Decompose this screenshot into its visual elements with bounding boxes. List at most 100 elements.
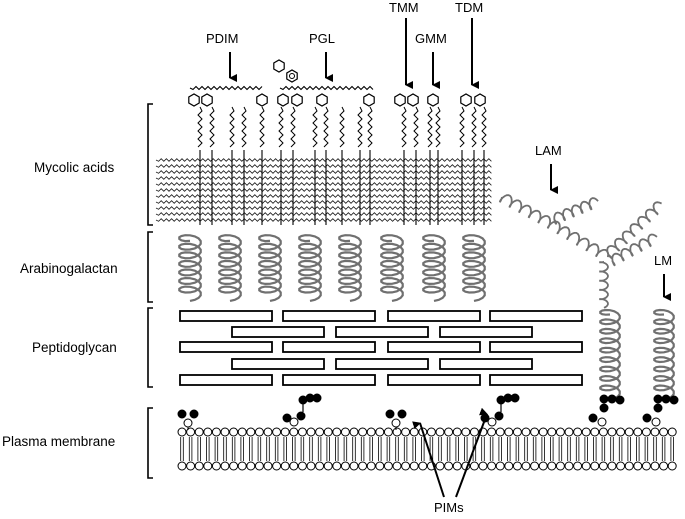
label-pgl: PGL bbox=[309, 31, 335, 46]
lipid-head-bottom bbox=[616, 461, 626, 471]
sugar-head-icon bbox=[256, 93, 268, 107]
sugar-head-icon bbox=[474, 93, 486, 107]
lipid-head-top bbox=[461, 427, 471, 437]
lipid-head-bottom bbox=[667, 461, 677, 471]
lipid-head-bottom bbox=[444, 461, 454, 471]
arabinogalactan-coil bbox=[462, 234, 486, 302]
label-lm: LM bbox=[654, 253, 672, 268]
mannose-dot bbox=[397, 409, 407, 419]
lipid-head-bottom bbox=[435, 461, 445, 471]
arabinogalactan-coil bbox=[178, 234, 202, 302]
lipid-head-bottom bbox=[211, 461, 221, 471]
lipid-head-top bbox=[487, 427, 497, 437]
mannose-dot bbox=[312, 393, 322, 403]
mannose-dot bbox=[588, 413, 598, 423]
lipid-head-bottom bbox=[633, 461, 643, 471]
peptidoglycan-brick bbox=[231, 358, 325, 370]
lipid-head-bottom bbox=[186, 461, 196, 471]
lipid-head-bottom bbox=[512, 461, 522, 471]
arabinogalactan-coils bbox=[178, 234, 486, 302]
lipid-head-bottom bbox=[323, 461, 333, 471]
lipid-head-top bbox=[254, 427, 264, 437]
lipid-head-top bbox=[323, 427, 333, 437]
sugar-head-icon bbox=[316, 93, 328, 107]
lipid-head-bottom bbox=[383, 461, 393, 471]
lipid-head-top bbox=[297, 427, 307, 437]
lipid-head-top bbox=[306, 427, 316, 437]
lipid-head-top bbox=[444, 427, 454, 437]
label-lam: LAM bbox=[535, 143, 562, 158]
lipid-head-bottom bbox=[555, 461, 565, 471]
lipid-head-bottom bbox=[573, 461, 583, 471]
pim-head-groups bbox=[177, 393, 679, 430]
lipid-head-top bbox=[590, 427, 600, 437]
lipid-head-bottom bbox=[530, 461, 540, 471]
label-mycolic-acids: Mycolic acids bbox=[34, 160, 115, 175]
sugar-head-icon bbox=[188, 93, 200, 107]
mannose-dot bbox=[599, 394, 609, 404]
lipid-head-bottom bbox=[504, 461, 514, 471]
inositol-dot bbox=[487, 417, 497, 427]
lipid-head-top bbox=[401, 427, 411, 437]
lipid-head-top bbox=[220, 427, 230, 437]
mycolic-chain bbox=[155, 194, 492, 198]
arabinogalactan-coil bbox=[218, 234, 242, 302]
mycolic-tail bbox=[323, 106, 329, 148]
inositol-dot bbox=[651, 417, 661, 427]
peptidoglycan-brick bbox=[335, 326, 429, 338]
mannose-dot bbox=[385, 409, 395, 419]
lipid-head-top bbox=[512, 427, 522, 437]
mycolic-tail bbox=[357, 106, 363, 148]
mycolic-tail bbox=[241, 106, 247, 148]
lipid-head-top bbox=[315, 427, 325, 437]
lipid-head-top bbox=[349, 427, 359, 437]
sugar-head-icon bbox=[407, 93, 419, 107]
lipid-head-bottom bbox=[401, 461, 411, 471]
lipid-head-bottom bbox=[581, 461, 591, 471]
lipid-head-bottom bbox=[263, 461, 273, 471]
peptidoglycan-brick bbox=[489, 341, 583, 353]
mycolic-tail bbox=[427, 106, 433, 148]
mannose-dot bbox=[296, 411, 306, 421]
lipid-head-top bbox=[375, 427, 385, 437]
lipid-head-bottom bbox=[469, 461, 479, 471]
mycolic-outer-layer bbox=[155, 59, 492, 225]
sugar-head-icon bbox=[277, 93, 289, 107]
lipid-head-bottom bbox=[254, 461, 264, 471]
peptidoglycan-brick bbox=[387, 374, 481, 386]
mannose-dot bbox=[661, 394, 671, 404]
mannose-dot bbox=[282, 413, 292, 423]
mannose-dot bbox=[669, 395, 679, 405]
lipid-head-top bbox=[237, 427, 247, 437]
lipid-head-top bbox=[547, 427, 557, 437]
lipid-head-bottom bbox=[297, 461, 307, 471]
lipid-head-bottom bbox=[547, 461, 557, 471]
bracket-peptidoglycan bbox=[147, 307, 153, 388]
lipid-head-bottom bbox=[418, 461, 428, 471]
peptidoglycan-brick bbox=[231, 326, 325, 338]
mycolic-chain bbox=[155, 212, 492, 216]
lipid-head-bottom bbox=[487, 461, 497, 471]
lipid-head-bottom bbox=[409, 461, 419, 471]
mycolic-chain bbox=[155, 206, 492, 210]
lam-arm bbox=[606, 201, 662, 259]
peptidoglycan-brick bbox=[282, 341, 376, 353]
peptidoglycan-brick bbox=[489, 310, 583, 322]
peptidoglycan-brick bbox=[179, 310, 273, 322]
arabinogalactan-coil bbox=[338, 234, 362, 302]
lipid-head-bottom bbox=[315, 461, 325, 471]
lipid-head-bottom bbox=[229, 461, 239, 471]
lipid-head-bottom bbox=[306, 461, 316, 471]
lipid-head-bottom bbox=[366, 461, 376, 471]
peptidoglycan-brick bbox=[282, 374, 376, 386]
lipid-head-bottom bbox=[280, 461, 290, 471]
lipid-head-top bbox=[573, 427, 583, 437]
peptidoglycan-brick bbox=[387, 310, 481, 322]
mannose-dot bbox=[642, 413, 652, 423]
label-arabinogalactan: Arabinogalactan bbox=[20, 261, 118, 276]
lipid-head-top bbox=[332, 427, 342, 437]
lipid-head-top bbox=[272, 427, 282, 437]
peptidoglycan-brick bbox=[439, 358, 533, 370]
mycolic-tail bbox=[435, 106, 441, 148]
